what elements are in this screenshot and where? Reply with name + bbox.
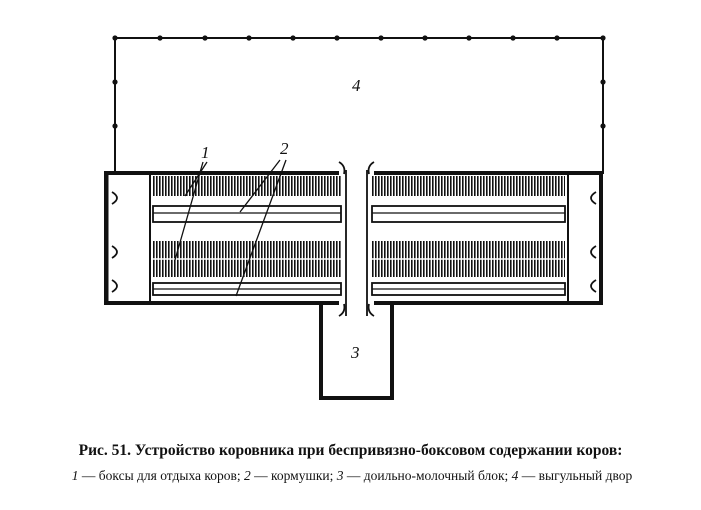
label-milking-block: 3 [350, 343, 360, 362]
stall-row-top-right [372, 176, 565, 196]
barn-floor-plan: 1 2 3 4 [104, 35, 606, 400]
feeder-upper-right [371, 205, 566, 223]
leader-lines [174, 159, 287, 297]
stall-rows [153, 176, 565, 277]
legend-text-1: — боксы для отдыха коров; [78, 468, 245, 483]
label-yard: 4 [352, 76, 361, 95]
legend-text-4: — выгульный двор [518, 468, 633, 483]
figure-legend: 1 — боксы для отдыха коров; 2 — кормушки… [12, 467, 692, 484]
legend-num-2: 2 [244, 468, 251, 483]
feeders [152, 205, 566, 296]
label-feeders: 2 [280, 139, 289, 158]
label-boxes: 1 [201, 143, 210, 162]
legend-num-4: 4 [511, 468, 519, 483]
yard-fence-posts [112, 35, 606, 129]
legend-num-3: 3 [336, 468, 344, 483]
figure-caption-title: Рис. 51. Устройство коровника при беспри… [78, 442, 623, 459]
exercise-yard [112, 35, 606, 174]
doors [111, 161, 597, 317]
legend-num-1: 1 [71, 468, 79, 483]
legend-text-3: — доильно-молочный блок; [343, 468, 512, 483]
stall-row-top-left [153, 176, 341, 196]
feeder-upper-left [152, 205, 342, 223]
central-passage [339, 160, 374, 320]
legend-text-2: — кормушки; [250, 468, 337, 483]
